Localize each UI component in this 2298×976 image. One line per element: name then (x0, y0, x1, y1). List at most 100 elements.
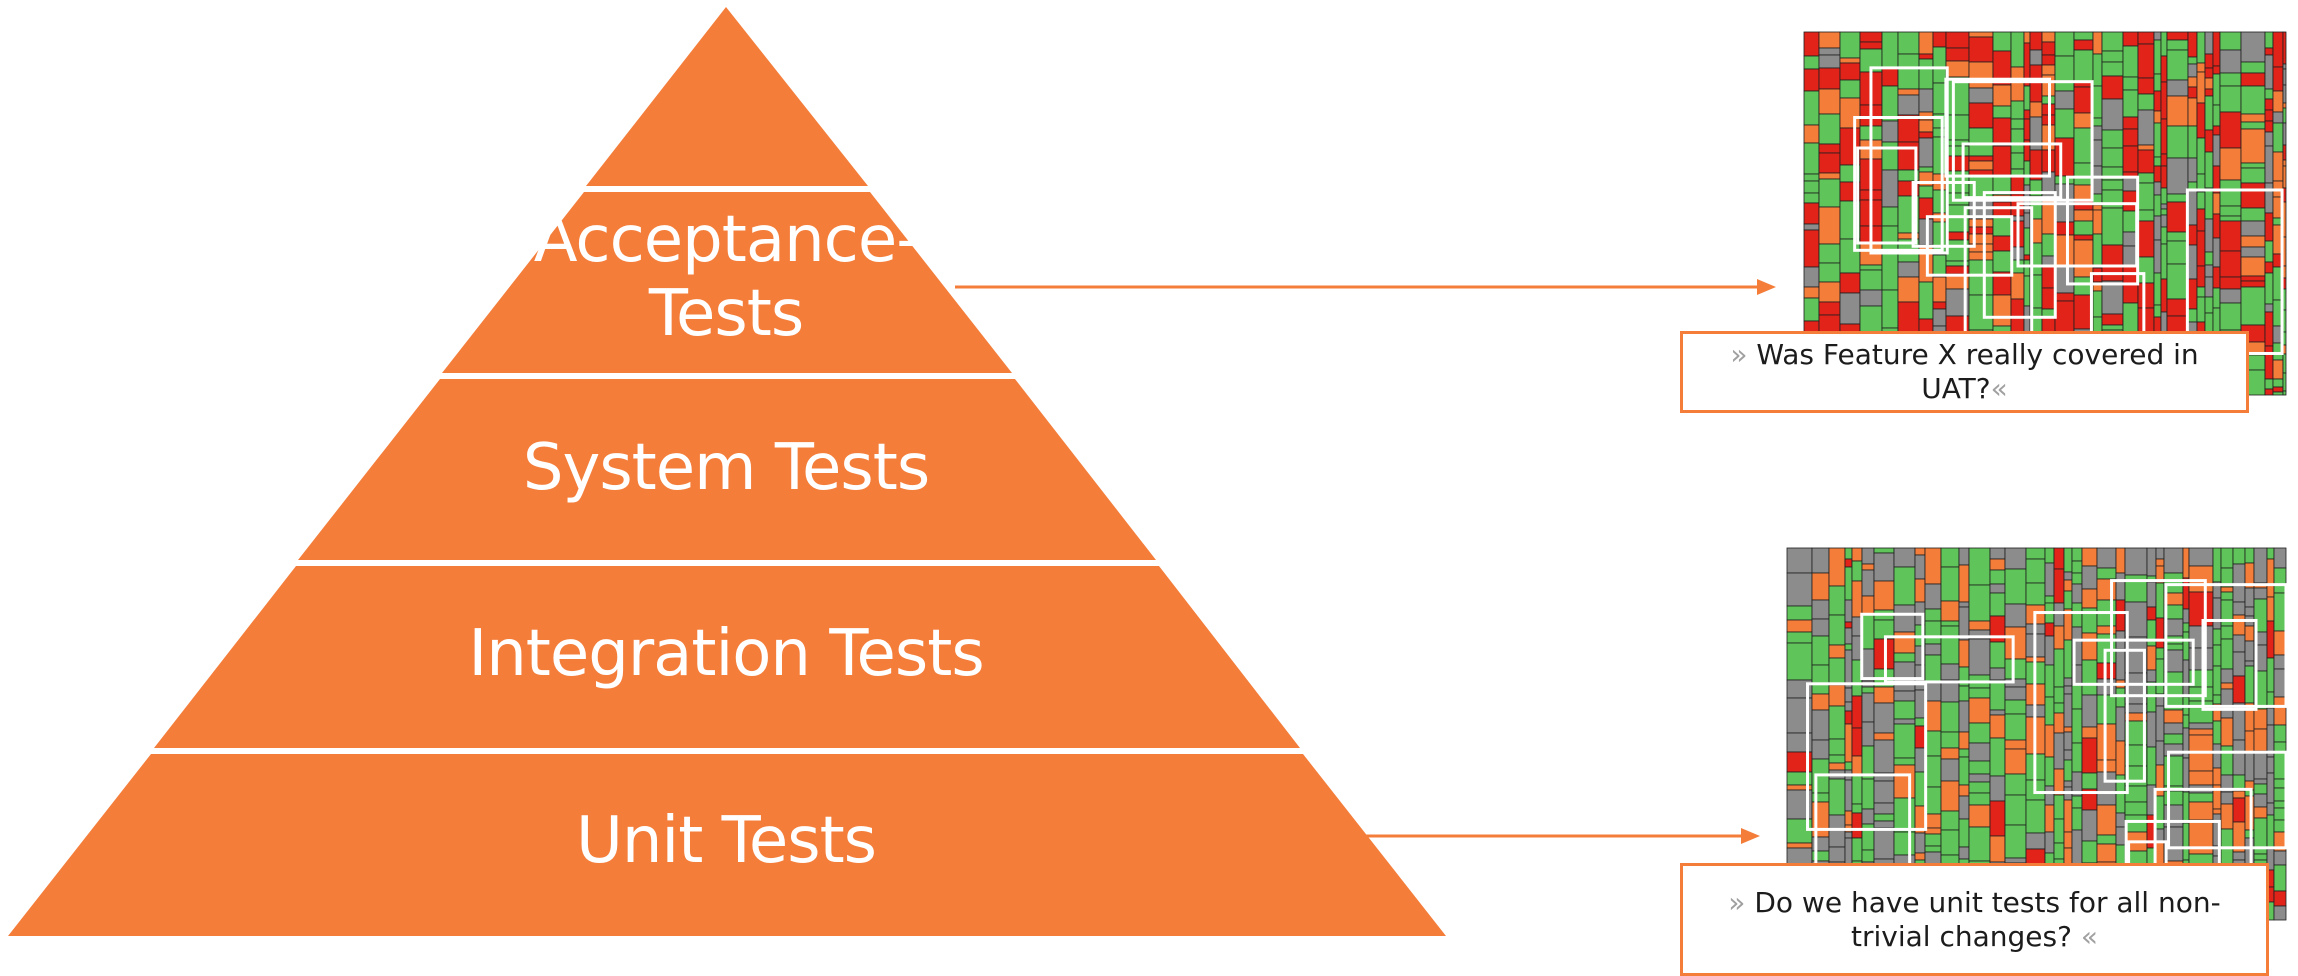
treemap-cell (1844, 643, 1853, 651)
treemap-cell (1873, 702, 1895, 734)
treemap-cell (1924, 730, 1942, 757)
treemap-cell (1924, 700, 1942, 732)
treemap-cell (2220, 668, 2234, 684)
treemap-cell (2124, 547, 2148, 576)
treemap-cell (2071, 684, 2083, 710)
treemap-cell (2004, 699, 2027, 715)
treemap-cell (2155, 558, 2165, 567)
treemap-cell (1828, 614, 1846, 646)
treemap-cell (2115, 740, 2126, 776)
treemap-cell (1873, 827, 1895, 860)
treemap-cell (1989, 592, 2006, 617)
treemap-cell (1989, 679, 2006, 711)
treemap-cell (1873, 686, 1895, 704)
treemap-cell (2063, 579, 2073, 592)
treemap-cell (2266, 558, 2275, 598)
treemap-cell (2220, 638, 2234, 670)
treemap-package-border (1869, 66, 1949, 255)
treemap-cell (2146, 669, 2157, 683)
treemap-cell (1940, 566, 1960, 602)
treemap-cell (1828, 684, 1846, 707)
treemap-cell (2155, 705, 2165, 742)
treemap-cell (2053, 794, 2065, 820)
treemap-cell (1958, 818, 1970, 848)
treemap-cell (2244, 547, 2255, 564)
treemap-cell (1851, 803, 1863, 814)
treemap-cell (2220, 547, 2234, 569)
treemap-cell (2212, 743, 2222, 769)
treemap-cell (2096, 578, 2117, 601)
treemap-cell (2253, 853, 2268, 861)
treemap-cell (1851, 812, 1863, 839)
treemap-cell (2096, 547, 2117, 569)
treemap-cell (1989, 709, 2006, 716)
pyramid-tier-integration (154, 566, 1300, 748)
treemap-cell (2220, 791, 2234, 805)
treemap-cell (2182, 608, 2190, 624)
treemap-cell (1924, 833, 1942, 847)
treemap-cell (1873, 580, 1895, 611)
treemap-cell (2273, 741, 2287, 780)
treemap-cell (2212, 597, 2222, 630)
treemap-cell (2188, 565, 2214, 593)
treemap-cell (2004, 773, 2027, 796)
treemap-cell (1811, 618, 1830, 637)
treemap-cell (2266, 756, 2275, 774)
treemap-cell (2004, 603, 2027, 628)
treemap-cell (1924, 786, 1942, 815)
treemap-cell (2115, 572, 2126, 601)
treemap-cell (2155, 795, 2165, 830)
treemap-cell (1811, 739, 1830, 760)
treemap-cell (2004, 739, 2027, 750)
treemap-cell (2063, 639, 2073, 679)
treemap-cell (2212, 808, 2222, 815)
treemap-cell (2273, 696, 2287, 726)
treemap-cell (1924, 620, 1942, 645)
treemap-cell (1893, 831, 1916, 856)
treemap-cell (1924, 813, 1942, 829)
treemap-cell (2063, 571, 2073, 581)
treemap-cell (2004, 748, 2027, 775)
treemap-cell (2115, 547, 2126, 574)
treemap-cell (2115, 826, 2126, 846)
treemap-cell (1873, 802, 1895, 815)
treemap-cell (2096, 567, 2117, 580)
treemap-cell (2188, 728, 2214, 736)
treemap-cell (1940, 701, 1960, 733)
treemap-cell (2146, 746, 2157, 786)
treemap-cell (2220, 803, 2234, 830)
treemap-cell (1989, 775, 2006, 802)
treemap-cell (2044, 804, 2055, 833)
treemap-cell (1924, 583, 1942, 610)
treemap-cell (1968, 773, 1991, 783)
treemap-cell (1968, 547, 1991, 586)
treemap-cell (2096, 804, 2117, 836)
treemap-cell (1828, 705, 1846, 740)
treemap-cell (1786, 642, 1813, 681)
treemap-cell (2071, 795, 2083, 809)
treemap-cell (1893, 631, 1916, 654)
treemap-cell (1844, 779, 1853, 812)
treemap-cell (1811, 709, 1830, 741)
callout-unit: » Do we have unit tests for all non-triv… (1680, 863, 2269, 976)
treemap-cell (1989, 800, 2006, 837)
treemap-cell (2232, 614, 2246, 636)
treemap-cell (1828, 814, 1846, 831)
treemap-cell (1851, 547, 1863, 562)
treemap-cell (1958, 731, 1970, 750)
tier-label-system: System Tests (476, 428, 976, 508)
treemap-cell (2232, 675, 2246, 704)
treemap-cell (1811, 572, 1830, 601)
treemap-cell (2155, 764, 2165, 797)
tier-label-acceptance: Acceptance- Tests (526, 203, 926, 351)
treemap-cell (2188, 700, 2214, 724)
treemap-cell (1893, 718, 1916, 725)
treemap-cell (2115, 648, 2126, 681)
treemap-cell (1861, 849, 1875, 863)
treemap-cell (2044, 756, 2055, 787)
treemap-cell (2188, 770, 2214, 786)
treemap-cell (2146, 711, 2157, 748)
treemap-cell (1851, 773, 1863, 805)
treemap-cell (1914, 771, 1926, 807)
treemap-cell (2220, 745, 2234, 776)
